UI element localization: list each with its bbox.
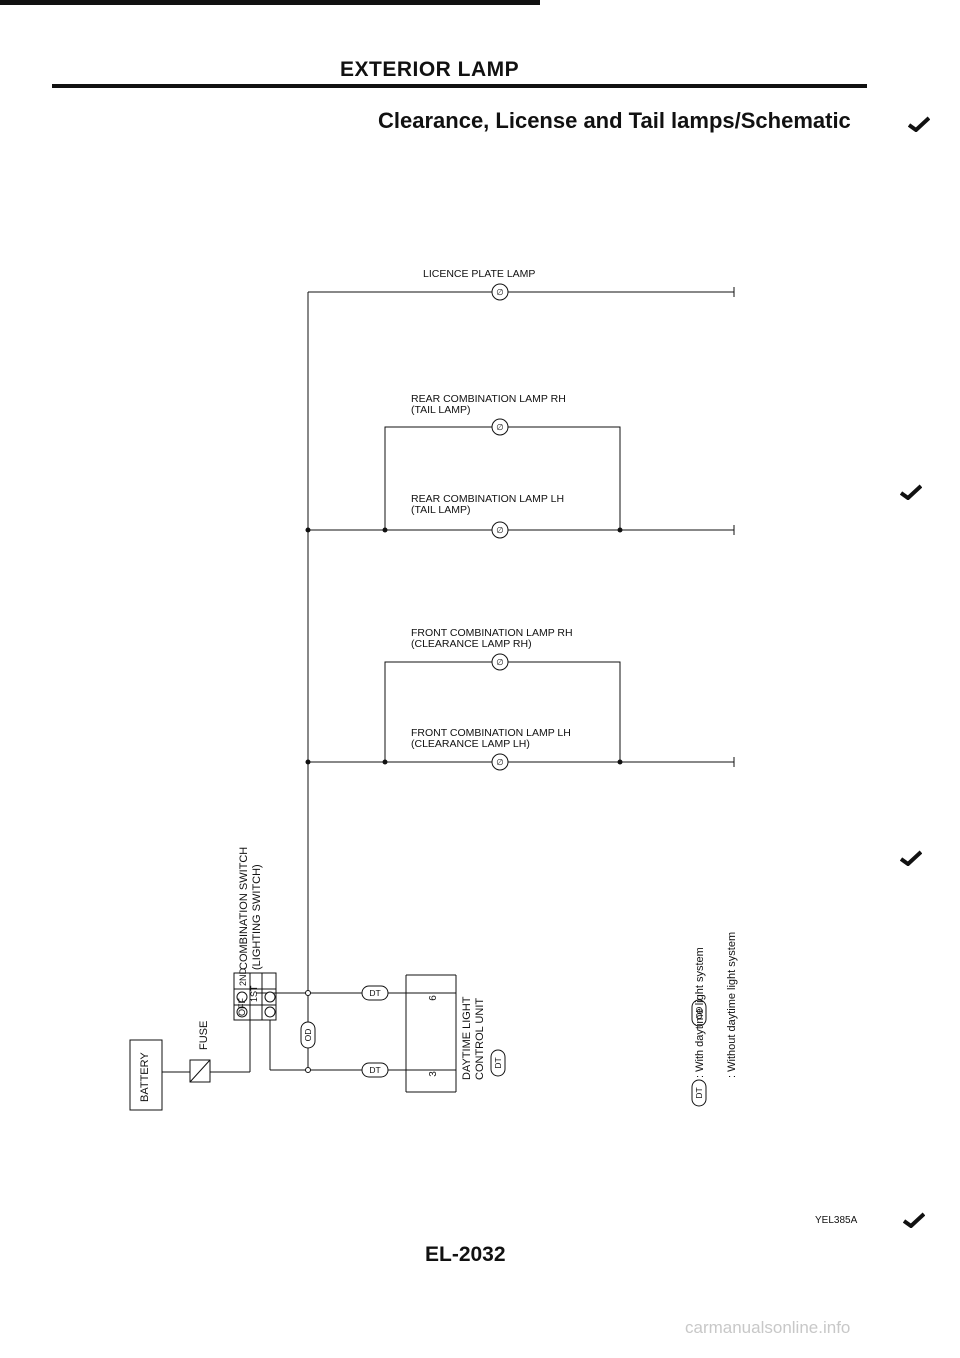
watermark: carmanualsonline.info [685, 1318, 851, 1337]
front-rh-lamp-label-2: (CLEARANCE LAMP RH) [411, 638, 532, 650]
page-number: EL-2032 [425, 1243, 506, 1266]
front-lh-lamp-label-1: FRONT COMBINATION LAMP LH [411, 727, 571, 739]
control-unit-dt-badge-text: DT [493, 1057, 503, 1068]
bulb-symbol: ∅ [496, 422, 504, 432]
bulb-symbol: ∅ [496, 525, 504, 535]
bulb-symbol: ∅ [496, 757, 504, 767]
checkmark-icon [900, 850, 922, 866]
title-rule [52, 84, 867, 88]
legend-dt-description: : With daytime light system [694, 947, 706, 1078]
legend-od-description: : Without daytime light system [726, 931, 738, 1078]
bulb-symbol: ∅ [496, 657, 504, 667]
control-unit-label-2: CONTROL UNIT [474, 997, 486, 1080]
bulb-symbol: ∅ [496, 287, 504, 297]
page-title: EXTERIOR LAMP [340, 58, 520, 81]
rear-rh-lamp-label-2: (TAIL LAMP) [411, 404, 471, 416]
dt-badge-text: DT [369, 1065, 380, 1075]
front-lh-lamp-label-2: (CLEARANCE LAMP LH) [411, 738, 530, 750]
licence-plate-lamp-label: LICENCE PLATE LAMP [423, 268, 536, 280]
switch-pos-off: OFF [237, 998, 247, 1016]
battery-label: BATTERY [139, 1052, 151, 1102]
checkmark-icon [900, 484, 922, 500]
front-rh-lamp-label-1: FRONT COMBINATION LAMP RH [411, 627, 573, 639]
rear-rh-lamp-label-1: REAR COMBINATION LAMP RH [411, 393, 566, 405]
control-unit-label-1: DAYTIME LIGHT [461, 996, 473, 1080]
legend-od-badge-text: OD [694, 1007, 704, 1020]
od-badge-text: OD [303, 1029, 313, 1042]
terminal-3-label: 3 [428, 1071, 439, 1077]
switch-pos-2nd: 2ND [238, 967, 248, 986]
dt-badge-text: DT [369, 988, 380, 998]
rear-lh-lamp-label-1: REAR COMBINATION LAMP LH [411, 493, 565, 505]
legend-dt-badge-text: DT [694, 1087, 704, 1098]
top-edge-line [0, 0, 540, 5]
checkmark-icon [903, 1212, 925, 1228]
fuse-label: FUSE [198, 1020, 210, 1050]
checkmark-icon [908, 116, 930, 132]
terminal-6-label: 6 [428, 995, 439, 1001]
figure-code: YEL385A [815, 1215, 858, 1226]
combination-switch-label-2: (LIGHTING SWITCH) [251, 864, 263, 970]
rear-lh-lamp-label-2: (TAIL LAMP) [411, 504, 471, 516]
page-subtitle: Clearance, License and Tail lamps/Schema… [378, 108, 851, 133]
combination-switch-label-1: COMBINATION SWITCH [238, 846, 250, 970]
switch-pos-1st: 1ST [249, 985, 259, 1002]
